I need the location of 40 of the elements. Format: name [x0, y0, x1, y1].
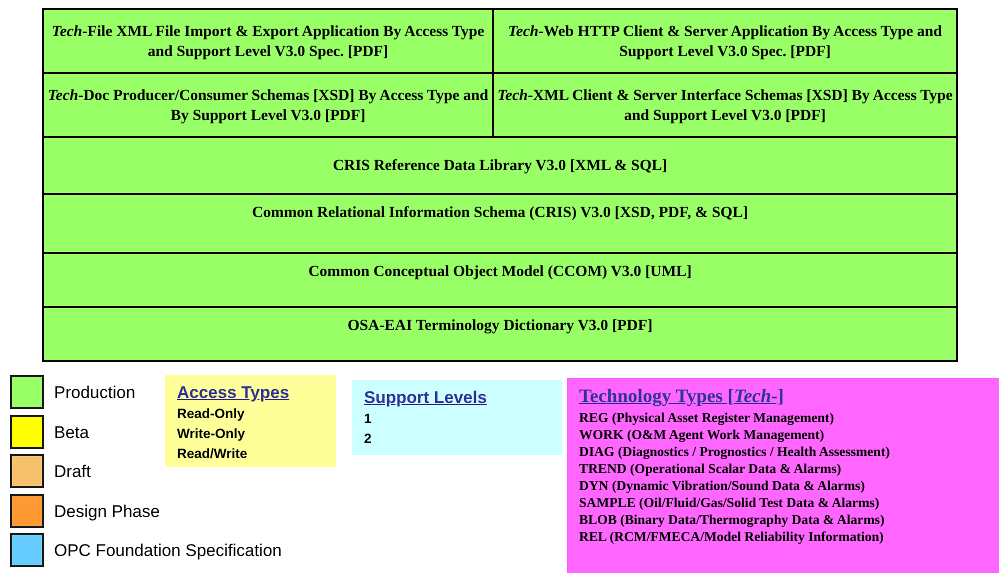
stack-layer-box [42, 193, 958, 254]
panel-heading: Technology Types [Tech-] [579, 385, 785, 409]
legend-label: Draft [54, 462, 91, 482]
stack-layer-box [492, 72, 958, 138]
layer-title: Tech-XML Client & Server Interface Schemas [XSD] By Access Type and Support Level V3.0 [PDF] [496, 86, 954, 126]
list-item: DIAG (Diagnostics / Prognostics / Health Assessment) [579, 443, 891, 460]
info-panel [165, 375, 336, 467]
legend-label: Production [54, 383, 136, 403]
layer-title: Common Conceptual Object Model (CCOM) V3.0 [UML] [307, 262, 693, 282]
list-item: WORK (O&M Agent Work Management) [579, 426, 826, 443]
layer-title: Common Relational Information Schema (CRIS) V3.0 [XSD, PDF, & SQL] [250, 203, 749, 223]
info-panel [352, 380, 562, 455]
layer-title: Tech-File XML File Import & Export Application By Access Type and Support Level V3.0 Spec. [PDF] [50, 22, 486, 62]
stack-layer-box [42, 8, 494, 74]
legend-label: Beta [54, 422, 89, 442]
list-item: DYN (Dynamic Vibration/Sound Data & Alarms) [579, 477, 866, 494]
list-item: REG (Physical Asset Register Management) [579, 409, 835, 426]
stack-layer-box [42, 252, 958, 308]
list-item: REL (RCM/FMECA/Model Reliability Information) [579, 528, 885, 545]
stack-layer-box [42, 136, 958, 195]
legend-label: OPC Foundation Specification [54, 541, 282, 561]
list-item: 1 [364, 410, 373, 428]
legend-label: Design Phase [54, 502, 160, 522]
list-item: SAMPLE (Oil/Fluid/Gas/Solid Test Data & Alarms) [579, 494, 880, 511]
stack-layer-box [42, 306, 958, 362]
list-item: Read-Only [177, 405, 246, 423]
list-item: BLOB (Binary Data/Thermography Data & Alarms) [579, 511, 886, 528]
layer-title: Tech-Doc Producer/Consumer Schemas [XSD] By Access Type and By Support Level V3.0 [PDF] [46, 86, 490, 126]
panel-heading: Support Levels [364, 387, 488, 409]
panel-heading: Access Types [177, 382, 290, 404]
info-panel [567, 378, 999, 573]
stack-layer-box [42, 72, 494, 138]
layer-title: OSA-EAI Terminology Dictionary V3.0 [PDF] [346, 316, 654, 336]
list-item: TREND (Operational Scalar Data & Alarms) [579, 460, 842, 477]
list-item: Write-Only [177, 425, 246, 443]
layer-title: CRIS Reference Data Library V3.0 [XML & SQL] [332, 156, 668, 176]
layer-title: Tech-Web HTTP Client & Server Application By Access Type and Support Level V3.0 Spec. [PDF] [507, 22, 943, 62]
list-item: 2 [364, 430, 373, 448]
list-item: Read/Write [177, 445, 248, 463]
stack-layer-box [492, 8, 958, 74]
